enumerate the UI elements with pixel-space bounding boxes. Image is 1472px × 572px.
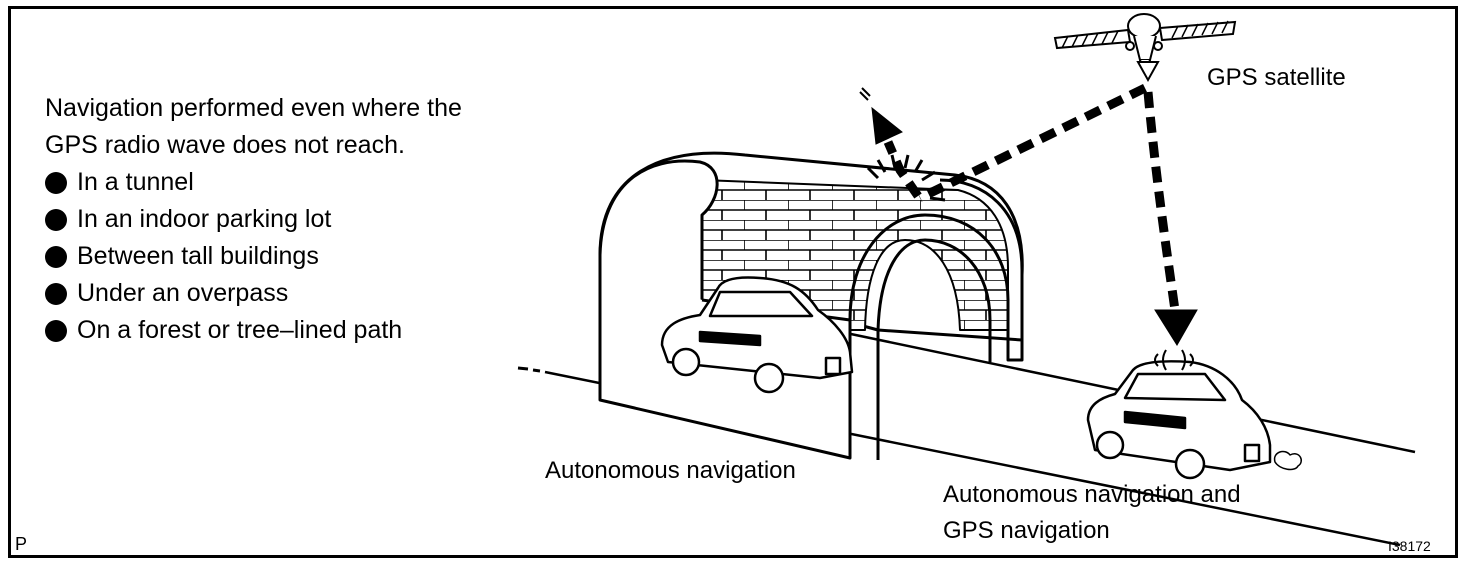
tunnel-arch	[848, 178, 1024, 458]
signal-paths	[883, 83, 1180, 311]
car-window	[708, 290, 814, 318]
satellite-beam-tip	[1136, 61, 1160, 83]
autonomous-label: Autonomous navigation	[545, 457, 796, 484]
satellite-body	[1127, 13, 1161, 39]
condition-item: In an indoor parking lot	[45, 201, 462, 238]
signal-to-car	[1143, 91, 1180, 311]
arrow-up-outline	[859, 87, 871, 101]
arrow-heads	[859, 61, 1198, 346]
arrow-down-head	[1154, 309, 1198, 346]
car-wheel-front	[753, 362, 785, 394]
antenna-waves	[1154, 349, 1194, 371]
satellite-label: GPS satellite	[1207, 64, 1346, 91]
bullet-icon	[45, 171, 67, 194]
exhaust-puff	[1273, 450, 1302, 471]
bullet-icon	[45, 282, 67, 305]
gps-car	[1086, 349, 1302, 480]
intro-line-1: Navigation performed even where the	[45, 94, 462, 122]
intro-line-2: GPS radio wave does not reach.	[45, 131, 405, 159]
car-window-dark	[1123, 410, 1187, 430]
bullet-icon	[45, 208, 67, 231]
combined-label-line-1: Autonomous navigation and	[943, 481, 1241, 508]
condition-item: Between tall buildings	[45, 238, 462, 275]
combined-label-line-2: GPS navigation	[943, 517, 1110, 544]
arrow-up-head	[871, 106, 903, 145]
car-wheel-rear	[671, 347, 701, 377]
satellite-antenna	[1133, 35, 1157, 61]
figure-code: I38172	[1388, 538, 1431, 554]
bullet-icon	[45, 319, 67, 342]
condition-item: Under an overpass	[45, 275, 462, 312]
car-window	[1123, 372, 1227, 402]
reflected-signal	[883, 140, 922, 199]
condition-item: On a forest or tree–lined path	[45, 312, 462, 349]
car-window-dark	[698, 330, 762, 347]
car-plate	[824, 356, 842, 376]
car-body	[660, 276, 854, 380]
impact-burst	[866, 154, 946, 202]
figure-frame	[8, 6, 1458, 558]
corner-letter: P	[15, 534, 28, 554]
car-plate	[1243, 443, 1261, 463]
intro-block: Navigation performed even where the GPS …	[45, 90, 462, 349]
road-end-dash	[517, 366, 541, 373]
gps-satellite	[1053, 13, 1237, 75]
car-wheel-front	[1174, 448, 1206, 480]
car-in-tunnel	[660, 276, 854, 394]
bullet-icon	[45, 245, 67, 268]
tunnel-arch-inner	[876, 238, 992, 460]
conditions-list: In a tunnel In an indoor parking lot Bet…	[45, 164, 462, 349]
car-wheel-rear	[1095, 430, 1125, 460]
condition-item: In a tunnel	[45, 164, 462, 201]
signal-to-tunnel	[918, 83, 1147, 203]
